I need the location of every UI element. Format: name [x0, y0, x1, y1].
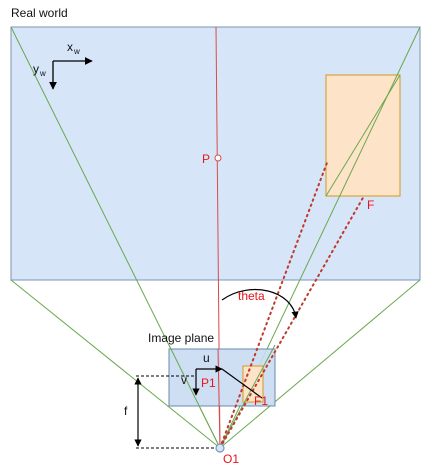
focal-length-label: f [124, 404, 128, 418]
world-y-subscript: w [39, 69, 46, 78]
point-p1-label: P1 [201, 376, 216, 390]
point-o1-label: O1 [223, 452, 239, 466]
image-u-label: u [203, 351, 210, 365]
object-diagonal [325, 74, 401, 197]
theta-label: theta [238, 289, 265, 303]
p1-to-f1-line [221, 368, 263, 399]
point-f-label: F [367, 198, 374, 212]
point-o1-marker [215, 443, 225, 453]
point-p-label: P [202, 152, 210, 166]
world-y-label: y [33, 62, 39, 76]
dotted-ray-1 [219, 159, 329, 449]
world-x-subscript: w [73, 47, 80, 56]
point-f1-label: F1 [254, 394, 268, 408]
frustum-ray-right-bottom [219, 279, 421, 449]
frustum-ray-left-bottom [10, 279, 221, 449]
dotted-ray-2 [219, 195, 365, 449]
image-v-label: v [181, 373, 187, 387]
point-p-marker [214, 154, 222, 162]
world-x-label: x [67, 40, 73, 54]
frustum-ray-left-front [168, 344, 221, 449]
theta-arc [221, 288, 299, 319]
image-plane-label: Image plane [148, 331, 214, 345]
frustum-ray-right-front [219, 344, 276, 449]
real-world-label: Real world [11, 6, 68, 20]
